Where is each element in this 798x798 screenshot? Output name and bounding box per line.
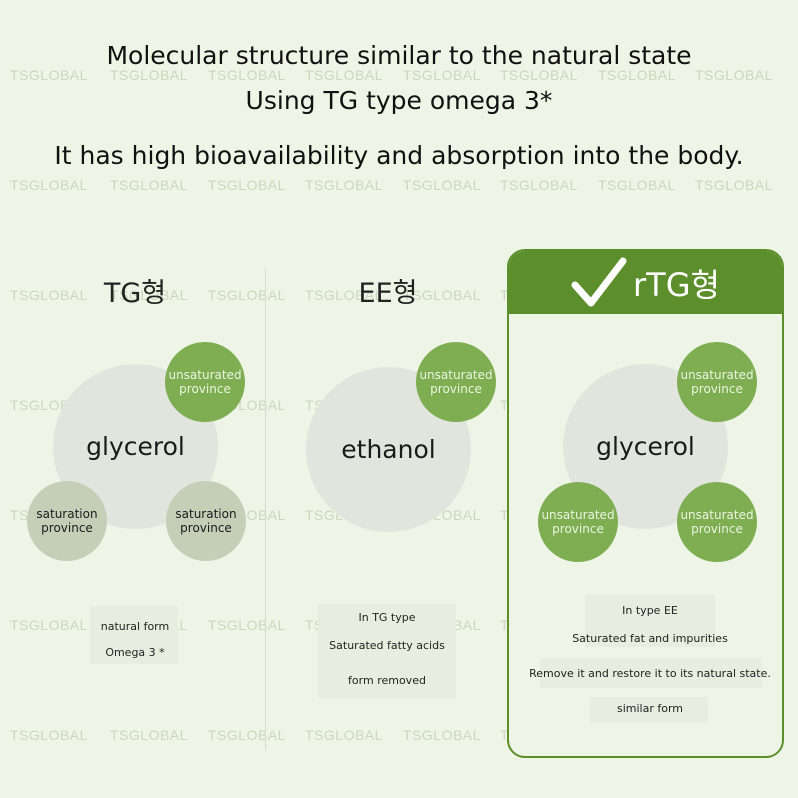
- rtg-bottom-right-label-1: unsaturated: [680, 508, 754, 522]
- rtg-notes-bg-2: [540, 658, 762, 688]
- watermark: TSGLOBAL: [10, 177, 88, 193]
- rtg-unsaturated-right-circle: unsaturated province: [677, 482, 757, 562]
- rtg-note-4: similar form: [616, 702, 684, 715]
- ee-top-right-label-1: unsaturated: [419, 368, 493, 382]
- headline-line-2: Using TG type omega 3*: [245, 86, 553, 115]
- ee-note-1: In TG type: [358, 611, 416, 624]
- rtg-bottom-right-label-2: province: [691, 522, 743, 536]
- tg-saturation-right-circle: saturation province: [166, 481, 246, 561]
- tg-top-right-label-2: province: [179, 382, 231, 396]
- tg-saturation-left-circle: saturation province: [27, 481, 107, 561]
- tg-unsaturated-circle: unsaturated province: [165, 342, 245, 422]
- tg-notes-bg: [90, 606, 178, 664]
- headline-line-3: It has high bioavailability and absorpti…: [54, 141, 744, 170]
- tg-core-label: glycerol: [86, 432, 185, 461]
- tg-title: TG형: [103, 278, 167, 309]
- rtg-notes-bg-3: [590, 697, 708, 723]
- ee-note-2: Saturated fatty acids: [329, 639, 445, 652]
- rtg-bottom-left-label-1: unsaturated: [541, 508, 615, 522]
- watermark: TSGLOBAL: [695, 177, 773, 193]
- rtg-title: rTG형: [633, 265, 720, 304]
- rtg-card-header: [509, 251, 782, 314]
- ee-note-3: form removed: [348, 674, 426, 687]
- tg-bottom-right-label-1: saturation: [175, 507, 237, 521]
- rtg-note-1: In type EE: [622, 604, 678, 617]
- column-divider: [265, 268, 266, 750]
- watermark: TSGLOBAL: [208, 727, 286, 743]
- watermark: TSGLOBAL: [110, 727, 188, 743]
- check-icon: [571, 257, 627, 306]
- watermark: TSGLOBAL: [208, 617, 286, 633]
- ee-core-label: ethanol: [341, 435, 436, 464]
- tg-bottom-left-label-2: province: [41, 521, 93, 535]
- ee-top-right-label-2: province: [430, 382, 482, 396]
- ee-title: EE형: [358, 278, 418, 309]
- rtg-top-right-label-1: unsaturated: [680, 368, 754, 382]
- watermark: TSGLOBAL: [598, 177, 676, 193]
- watermark: TSGLOBAL: [110, 177, 188, 193]
- watermark: TSGLOBAL: [208, 287, 286, 303]
- headline-line-1: Molecular structure similar to the natur…: [106, 41, 692, 70]
- rtg-card-title-row: rTG형: [509, 251, 782, 314]
- tg-top-right-label-1: unsaturated: [168, 368, 242, 382]
- tg-note-2: Omega 3 *: [105, 646, 165, 659]
- rtg-unsaturated-top-circle: unsaturated province: [677, 342, 757, 422]
- watermark: TSGLOBAL: [403, 727, 481, 743]
- ee-unsaturated-circle: unsaturated province: [416, 342, 496, 422]
- rtg-note-3: Remove it and restore it to its natural …: [529, 667, 771, 680]
- tg-note-1: natural form: [100, 620, 170, 633]
- watermark: TSGLOBAL: [305, 177, 383, 193]
- watermark: TSGLOBAL: [305, 727, 383, 743]
- tg-bottom-right-label-2: province: [180, 521, 232, 535]
- watermark: TSGLOBAL: [208, 177, 286, 193]
- rtg-unsaturated-left-circle: unsaturated province: [538, 482, 618, 562]
- rtg-bottom-left-label-2: province: [552, 522, 604, 536]
- ee-notes-bg: [318, 604, 456, 698]
- rtg-note-2: Saturated fat and impurities: [572, 632, 728, 645]
- rtg-notes-bg-1: [585, 595, 715, 647]
- watermark: TSGLOBAL: [403, 177, 481, 193]
- watermark: TSGLOBAL: [500, 177, 578, 193]
- tg-bottom-left-label-1: saturation: [36, 507, 98, 521]
- rtg-top-right-label-2: province: [691, 382, 743, 396]
- rtg-core-label: glycerol: [596, 432, 695, 461]
- watermark: TSGLOBAL: [10, 727, 88, 743]
